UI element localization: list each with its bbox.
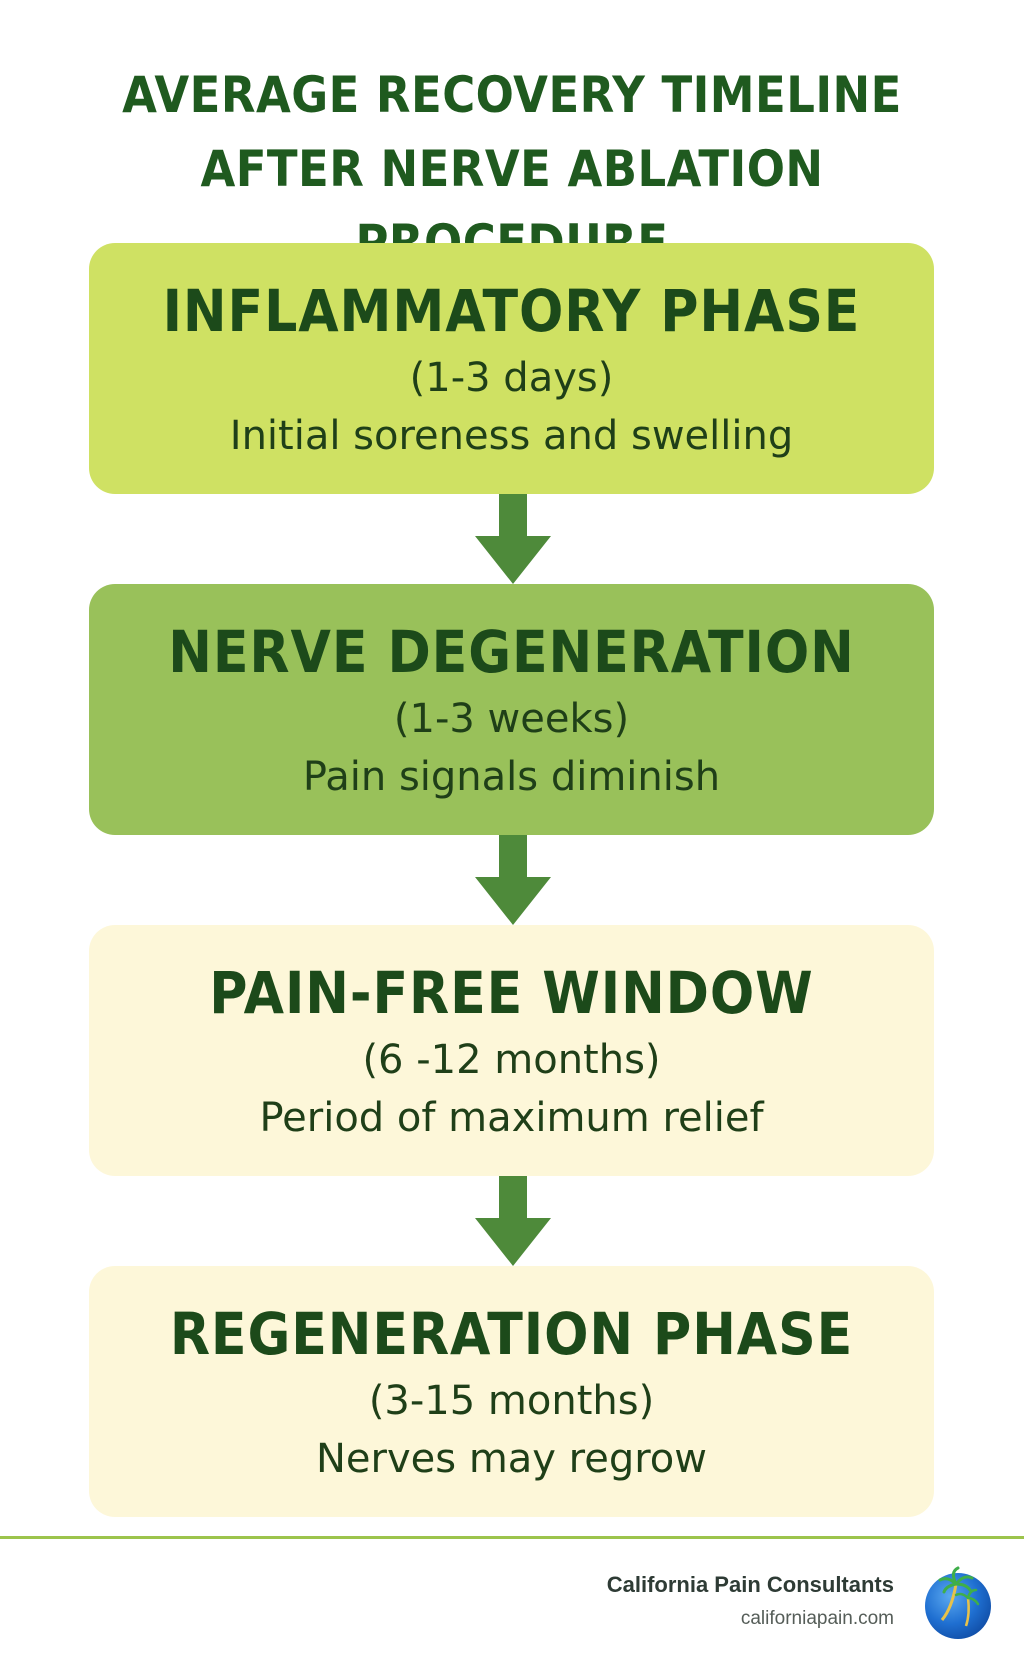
- title-line-1: AVERAGE RECOVERY TIMELINE: [122, 66, 902, 124]
- phase-description: Initial soreness and swelling: [229, 413, 794, 459]
- phase-duration: (1-3 days): [409, 355, 614, 401]
- phase-duration: (3-15 months): [368, 1378, 655, 1424]
- down-arrow-icon: [475, 1176, 551, 1266]
- phase-card-inflammatory: INFLAMMATORY PHASE (1-3 days) Initial so…: [89, 243, 934, 494]
- phase-card-degeneration: NERVE DEGENERATION (1-3 weeks) Pain sign…: [89, 584, 934, 835]
- phase-name: REGENERATION PHASE: [169, 1300, 854, 1368]
- phase-duration: (6 -12 months): [362, 1037, 661, 1083]
- footer-divider: [0, 1536, 1024, 1539]
- globe-palm-tree-icon: [925, 1566, 991, 1639]
- phase-card-pain-free: PAIN-FREE WINDOW (6 -12 months) Period o…: [89, 925, 934, 1176]
- phase-description: Nerves may regrow: [316, 1436, 707, 1482]
- phase-duration: (1-3 weeks): [393, 696, 630, 742]
- phase-name: INFLAMMATORY PHASE: [162, 277, 861, 345]
- down-arrow-icon: [475, 494, 551, 584]
- phase-card-regeneration: REGENERATION PHASE (3-15 months) Nerves …: [89, 1266, 934, 1517]
- page-title: AVERAGE RECOVERY TIMELINE AFTER NERVE AB…: [51, 58, 973, 280]
- down-arrow-icon: [475, 835, 551, 925]
- phase-description: Period of maximum relief: [259, 1095, 764, 1141]
- company-name: California Pain Consultants: [606, 1572, 894, 1597]
- phase-description: Pain signals diminish: [302, 754, 721, 800]
- phase-name: PAIN-FREE WINDOW: [209, 959, 814, 1027]
- company-url[interactable]: californiapain.com: [740, 1608, 894, 1629]
- phase-name: NERVE DEGENERATION: [168, 618, 855, 686]
